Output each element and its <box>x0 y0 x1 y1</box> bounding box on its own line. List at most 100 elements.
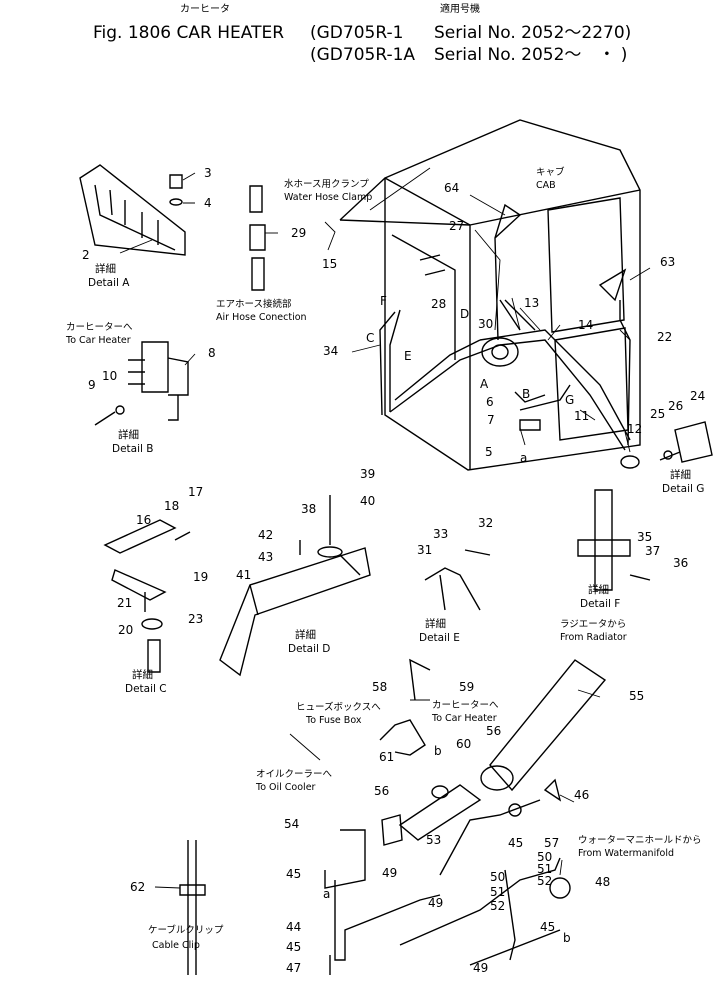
part-51-a: 51 <box>490 885 506 899</box>
radiator-caption-jp: ラジエータから <box>560 619 627 630</box>
part-25: 25 <box>650 407 666 421</box>
lower-hoses-drawing <box>179 658 607 975</box>
oil-cooler-caption-jp: オイルクーラーへ <box>256 769 333 780</box>
heater-piping <box>379 203 640 469</box>
detail-g-caption: Detail G <box>662 483 705 495</box>
detail-d-caption: Detail D <box>288 643 331 655</box>
marker-F: F <box>380 294 387 308</box>
part-14: 14 <box>578 318 594 332</box>
fuse-box-caption-jp: ヒューズボックスへ <box>296 702 381 713</box>
marker-E: E <box>404 349 412 363</box>
detail-f-caption: Detail F <box>580 598 621 610</box>
part-33: 33 <box>433 527 449 541</box>
radiator-caption: From Radiator <box>560 632 627 643</box>
part-11: 11 <box>574 409 590 423</box>
part-8: 8 <box>208 346 216 360</box>
part-49-b: 49 <box>428 896 444 910</box>
to-car-heater-caption: To Car Heater <box>66 335 131 346</box>
detail-a-drawing <box>79 164 186 256</box>
serial-1: Serial No. 2052～2270) <box>434 23 632 43</box>
part-50-b: 50 <box>537 850 553 864</box>
part-29: 29 <box>291 226 307 240</box>
part-37: 37 <box>645 544 661 558</box>
part-45-d: 45 <box>540 920 556 934</box>
part-34: 34 <box>323 344 339 358</box>
clamp-caption: Water Hose Clamp <box>284 192 373 203</box>
part-16: 16 <box>136 513 152 527</box>
part-38: 38 <box>301 502 317 516</box>
leader-lines <box>119 167 651 889</box>
part-59: 59 <box>459 680 475 694</box>
part-21: 21 <box>117 596 133 610</box>
part-26: 26 <box>668 399 684 413</box>
part-30: 30 <box>478 317 494 331</box>
part-41: 41 <box>236 568 252 582</box>
part-40: 40 <box>360 494 376 508</box>
part-46: 46 <box>574 788 590 802</box>
title-jp: カーヒータ <box>180 4 230 15</box>
detail-g-drawing <box>659 421 713 463</box>
part-31: 31 <box>417 543 433 557</box>
detail-c-jp: 詳細 <box>132 669 153 681</box>
detail-e-caption: Detail E <box>419 632 460 644</box>
cab-caption-jp: キャブ <box>536 167 565 178</box>
part-45-c: 45 <box>508 836 524 850</box>
part-15: 15 <box>322 257 338 271</box>
part-60: 60 <box>456 737 472 751</box>
part-56-a: 56 <box>374 784 390 798</box>
air-hose-caption-jp: エアホース接続部 <box>216 299 292 310</box>
model-1: (GD705R-1 <box>310 23 404 43</box>
part-63: 63 <box>660 255 676 269</box>
marker-a-bottom: a <box>323 887 331 901</box>
part-13: 13 <box>524 296 540 310</box>
part-32: 32 <box>478 516 494 530</box>
marker-a-top: a <box>520 451 528 465</box>
detail-g-jp: 詳細 <box>670 469 691 481</box>
part-61: 61 <box>379 750 395 764</box>
part-58: 58 <box>372 680 388 694</box>
part-10: 10 <box>102 369 118 383</box>
detail-a-caption: Detail A <box>88 277 130 289</box>
to-car-heater-2-caption: To Car Heater <box>432 713 497 724</box>
detail-f-drawing <box>577 489 651 591</box>
detail-b-jp: 詳細 <box>118 429 139 441</box>
to-car-heater-2-caption-jp: カーヒーターへ <box>432 700 499 711</box>
fuse-box-caption: To Fuse Box <box>306 715 362 726</box>
part-50-a: 50 <box>490 870 506 884</box>
detail-e-jp: 詳細 <box>425 618 446 630</box>
part-56-b: 56 <box>486 724 502 738</box>
part-28: 28 <box>431 297 447 311</box>
marker-D: D <box>460 307 470 321</box>
part-4: 4 <box>204 196 212 210</box>
part-20: 20 <box>118 623 134 637</box>
detail-a-jp: 詳細 <box>95 263 116 275</box>
detail-b-drawing <box>94 341 189 426</box>
water-manifold-caption-jp: ウォーターマニホールドから <box>578 835 702 846</box>
applicable-jp: 適用号機 <box>440 4 480 15</box>
part-9: 9 <box>88 378 96 392</box>
part-57: 57 <box>544 836 560 850</box>
part-17: 17 <box>188 485 204 499</box>
marker-G: G <box>565 393 575 407</box>
part-47: 47 <box>286 961 302 975</box>
air-hose-drawing <box>249 185 266 291</box>
part-36: 36 <box>673 556 689 570</box>
part-49-c: 49 <box>473 961 489 975</box>
marker-C: C <box>366 331 375 345</box>
part-27: 27 <box>449 219 465 233</box>
detail-d-drawing <box>219 495 371 677</box>
part-53: 53 <box>426 833 442 847</box>
part-42: 42 <box>258 528 274 542</box>
detail-e-drawing <box>424 549 491 611</box>
part-52-b: 52 <box>537 874 553 888</box>
detail-c-caption: Detail C <box>125 683 167 695</box>
part-22: 22 <box>657 330 673 344</box>
part-39: 39 <box>360 467 376 481</box>
part-52-a: 52 <box>490 899 506 913</box>
part-3: 3 <box>204 166 212 180</box>
part-48: 48 <box>595 875 611 889</box>
part-6: 6 <box>486 395 494 409</box>
page-title: Fig. 1806 CAR HEATER <box>93 23 285 43</box>
part-43: 43 <box>258 550 274 564</box>
